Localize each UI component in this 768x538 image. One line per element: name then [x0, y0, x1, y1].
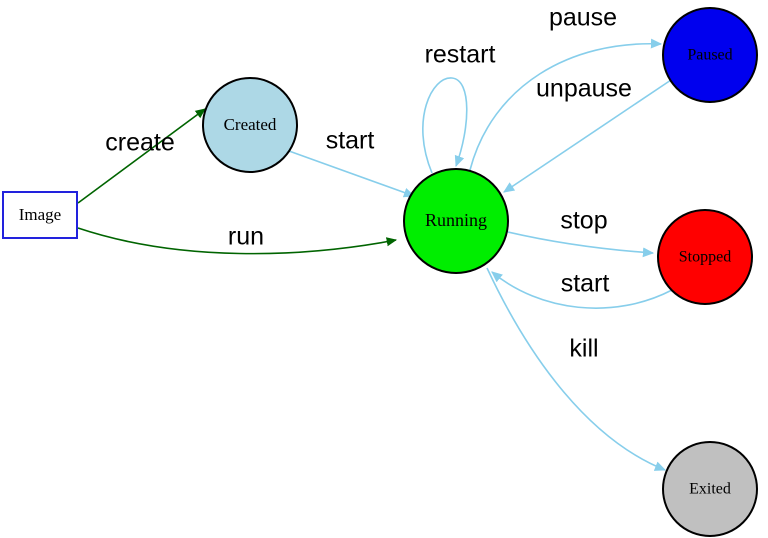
node-exited[interactable]: Exited [662, 441, 758, 537]
edge-pause: pause [469, 4, 663, 171]
edge-start-created: start [288, 127, 416, 198]
edge-start-stopped-path [491, 271, 673, 309]
edge-label-unpause: unpause [536, 75, 632, 103]
edge-run-path [77, 227, 398, 255]
edge-restart-path [422, 77, 468, 174]
node-created[interactable]: Created [202, 77, 298, 173]
node-stopped-shape[interactable] [657, 209, 753, 305]
edge-label-stop: stop [560, 207, 607, 235]
node-image-shape[interactable] [2, 191, 78, 239]
node-stopped-label: Stopped [679, 249, 731, 266]
edge-create-path [77, 108, 206, 204]
node-created-shape[interactable] [202, 77, 298, 173]
node-exited-label: Exited [689, 481, 731, 498]
edge-label-start-created: start [326, 127, 375, 155]
edge-unpause-path [503, 79, 672, 193]
edge-pause-path [469, 38, 663, 171]
node-exited-shape[interactable] [662, 441, 758, 537]
edge-label-start-stopped: start [561, 270, 610, 298]
edge-label-create: create [105, 129, 174, 157]
edge-kill: kill [486, 267, 667, 471]
node-paused-label: Paused [687, 47, 732, 64]
edge-create: create [77, 108, 206, 204]
edge-start-stopped: start [491, 270, 673, 309]
edge-label-kill: kill [569, 335, 598, 363]
edge-label-restart: restart [425, 41, 496, 69]
node-stopped[interactable]: Stopped [657, 209, 753, 305]
node-paused[interactable]: Paused [662, 7, 758, 103]
edge-start-created-path [288, 150, 416, 198]
edge-label-run: run [228, 223, 264, 251]
node-image[interactable]: Image [2, 191, 78, 239]
edge-unpause: unpause [503, 75, 672, 193]
node-paused-shape[interactable] [662, 7, 758, 103]
edge-stop: stop [507, 207, 655, 258]
edge-kill-path [486, 267, 667, 471]
edge-stop-path [507, 231, 655, 258]
edge-label-pause: pause [549, 4, 617, 32]
edge-run: run [77, 223, 398, 255]
node-running-label: Running [425, 210, 487, 230]
node-running-shape[interactable] [403, 168, 509, 274]
node-image-label: Image [19, 205, 61, 224]
node-running[interactable]: Running [403, 168, 509, 274]
node-created-label: Created [224, 115, 277, 134]
edge-restart: restart [422, 41, 496, 174]
